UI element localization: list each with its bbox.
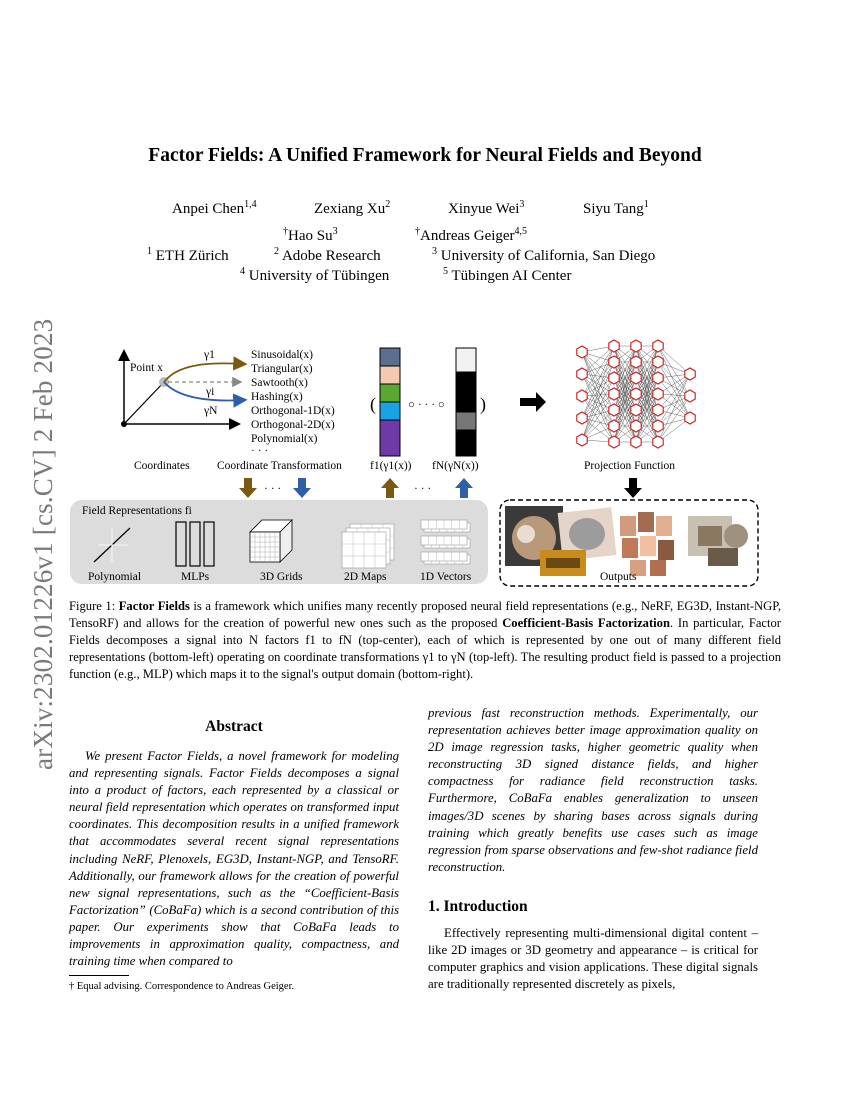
dots: · · · bbox=[264, 483, 281, 495]
transform-item: Sinusoidal(x) bbox=[251, 349, 313, 361]
transform-item: Triangular(x) bbox=[251, 363, 313, 375]
affiliation-3: 3 University of California, San Diego bbox=[432, 246, 656, 265]
transform-item: Orthogonal-1D(x) bbox=[251, 405, 335, 417]
paper-title: Factor Fields: A Unified Framework for N… bbox=[148, 145, 702, 166]
gamma-1-label: γ1 bbox=[203, 349, 215, 361]
2d-map-icon bbox=[341, 523, 395, 569]
transform-item: Polynomial(x) bbox=[251, 433, 318, 445]
figure-1-diagram: Point x γ1 γi γN Coordinates Sinusoidal(… bbox=[70, 339, 759, 587]
repr-label: Polynomial bbox=[88, 571, 141, 583]
paren-open: ( bbox=[370, 394, 376, 415]
abstract-heading: Abstract bbox=[205, 718, 263, 735]
factor-vector-1 bbox=[379, 347, 401, 457]
gamma-N-label: γN bbox=[203, 405, 218, 417]
outputs-label: Outputs bbox=[600, 571, 637, 583]
affiliation-1: 1 ETH Zürich bbox=[147, 246, 229, 265]
affiliation-2: 2 Adobe Research bbox=[274, 246, 381, 265]
author-4: Siyu Tang1 bbox=[583, 199, 649, 218]
footnote-rule bbox=[69, 975, 129, 976]
field-repr-label: Field Representations fi bbox=[82, 505, 192, 517]
affiliation-4: 4 University of Tübingen bbox=[240, 266, 390, 285]
arrow-down-icon bbox=[239, 478, 257, 498]
author-5: †Hao Su3 bbox=[283, 226, 338, 245]
factor-vector-N bbox=[455, 347, 477, 457]
transform-item: Orthogonal-2D(x) bbox=[251, 419, 335, 431]
repr-label: 3D Grids bbox=[260, 571, 303, 583]
dots: · · · bbox=[414, 483, 431, 495]
output-images bbox=[505, 506, 748, 576]
repr-label: 2D Maps bbox=[344, 571, 387, 583]
gamma-i-label: γi bbox=[205, 386, 214, 398]
figure-caption: Figure 1: Factor Fields is a framework w… bbox=[69, 599, 782, 681]
repr-label: MLPs bbox=[181, 571, 210, 583]
footnote: † Equal advising. Correspondence to Andr… bbox=[69, 981, 295, 992]
transform-item: · · · bbox=[251, 445, 268, 457]
figure-1: Point x γ1 γi γN Coordinates Sinusoidal(… bbox=[68, 338, 783, 596]
arrow-up-icon bbox=[381, 478, 399, 498]
transform-label: Coordinate Transformation bbox=[217, 460, 342, 472]
transform-item: Hashing(x) bbox=[251, 391, 303, 403]
1d-vector-icon bbox=[420, 519, 471, 565]
gamma-1-curve bbox=[163, 356, 248, 383]
mlp-icon bbox=[175, 521, 215, 567]
coordinates-label: Coordinates bbox=[134, 460, 190, 472]
author-3: Xinyue Wei3 bbox=[448, 199, 525, 218]
arrow-down-icon bbox=[624, 478, 642, 498]
affiliation-5: 5 Tübingen AI Center bbox=[443, 266, 572, 285]
repr-label: 1D Vectors bbox=[420, 571, 472, 583]
arxiv-watermark: arXiv:2302.01226v1 [cs.CV] 2 Feb 2023 bbox=[28, 318, 58, 770]
intro-text: Effectively representing multi-dimension… bbox=[428, 926, 758, 992]
author-6: †Andreas Geiger4,5 bbox=[415, 226, 528, 245]
arrow-right-icon bbox=[520, 392, 546, 412]
3d-grid-icon bbox=[249, 519, 293, 563]
gamma-N-curve bbox=[163, 381, 248, 408]
f1-label: f1(γ1(x)) bbox=[370, 460, 412, 472]
projection-label: Projection Function bbox=[584, 460, 675, 472]
paren-close: ) bbox=[480, 394, 486, 415]
fN-label: fN(γN(x)) bbox=[432, 460, 479, 472]
circle-dots: ○ · · · ○ bbox=[408, 399, 445, 411]
projection-network bbox=[576, 339, 696, 449]
abstract-text-left: We present Factor Fields, a novel framew… bbox=[69, 749, 399, 969]
arrow-up-icon bbox=[455, 478, 473, 498]
point-label: Point x bbox=[130, 362, 163, 374]
arrow-down-icon bbox=[293, 478, 311, 498]
transform-item: Sawtooth(x) bbox=[251, 377, 308, 389]
abstract-text-right: previous fast reconstruction methods. Ex… bbox=[428, 706, 758, 874]
author-2: Zexiang Xu2 bbox=[314, 199, 391, 218]
author-1: Anpei Chen1,4 bbox=[172, 199, 257, 218]
intro-heading: 1. Introduction bbox=[428, 898, 528, 915]
